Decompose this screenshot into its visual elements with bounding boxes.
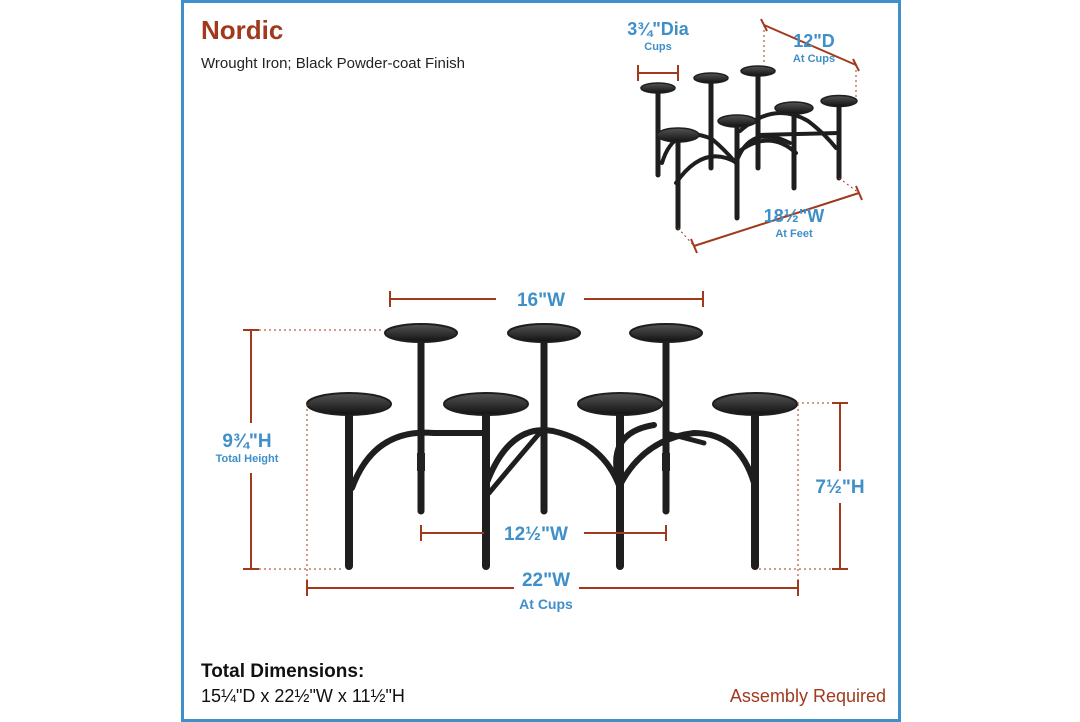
feet-width-label: 18½"W xyxy=(764,206,825,226)
inner-width-label: 12½"W xyxy=(504,524,568,545)
assembly-required-note: Assembly Required xyxy=(729,686,886,706)
depth-label: 12"D xyxy=(793,31,835,51)
feet-width-note: At Feet xyxy=(775,228,813,240)
side-height-label: 7½"H xyxy=(815,477,864,498)
total-dimensions-value: 15¼"D x 22½"W x 11½"H xyxy=(201,686,405,706)
cup-diameter-note: Cups xyxy=(644,41,672,53)
diagram-canvas: 3¾"Dia Cups 12"D At Cups 18½"W At Feet 1… xyxy=(216,18,865,612)
cups-width-note: At Cups xyxy=(519,596,573,612)
main-dimension-lines xyxy=(243,291,848,596)
cups-width-label: 22"W xyxy=(522,570,570,591)
depth-note: At Cups xyxy=(793,53,835,65)
inset-candelabra xyxy=(640,65,858,231)
product-diagram-frame: Nordic Wrought Iron; Black Powder-coat F… xyxy=(181,0,901,722)
cup-diameter-label: 3¾"Dia xyxy=(627,19,690,39)
total-height-label: 9¾"H xyxy=(222,431,271,452)
main-candelabra xyxy=(306,323,798,570)
product-subtitle: Wrought Iron; Black Powder-coat Finish xyxy=(201,55,466,72)
top-width-label: 16"W xyxy=(517,290,565,311)
product-title: Nordic xyxy=(201,15,284,45)
total-dimensions-label: Total Dimensions: xyxy=(201,661,365,682)
inset-dimension-lines xyxy=(637,18,863,254)
total-height-note: Total Height xyxy=(216,453,279,465)
